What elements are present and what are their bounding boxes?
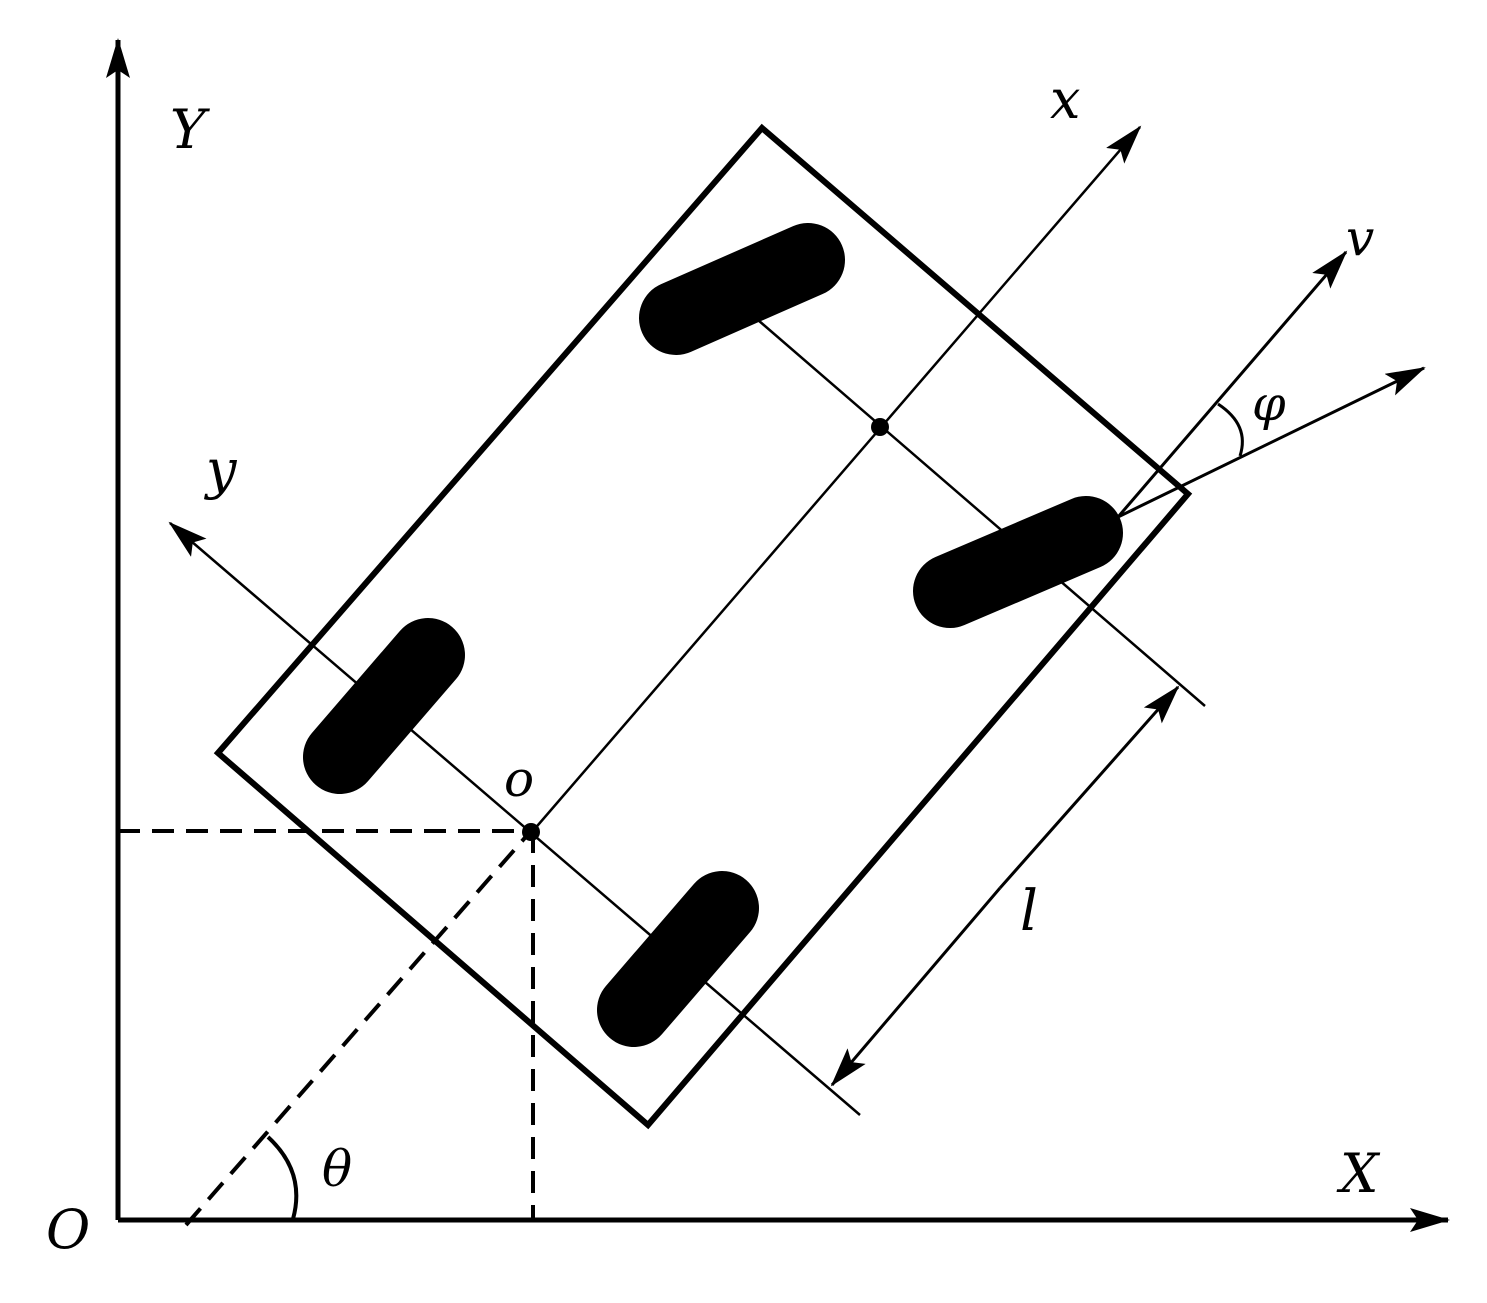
body-x-axis-label: x [1050, 68, 1080, 131]
rear-left-wheel [303, 618, 465, 794]
front-wheel-direction-vector [1117, 366, 1426, 519]
steering-angle-arc [1217, 402, 1244, 457]
velocity-vector [1116, 250, 1348, 518]
body-x-axis [531, 125, 1142, 833]
rear-right-wheel [597, 871, 759, 1047]
world-origin-label: O [46, 1198, 90, 1261]
front-right-wheel [913, 496, 1123, 628]
dashed-heading-line [184, 830, 532, 1227]
world-y-axis-label: Y [170, 98, 210, 161]
heading-angle-arc [266, 1135, 299, 1220]
body-y-axis [168, 521, 861, 1116]
front-axle-line [757, 319, 1206, 707]
vehicle-body [213, 123, 1193, 1130]
body-origin-label: o [504, 750, 534, 808]
wheelbase-dimension-arrow [998, 685, 1180, 889]
front-axle-center-point [871, 418, 889, 436]
world-x-axis-label: X [1336, 1142, 1381, 1205]
wheelbase-dimension-arrow-back [830, 887, 1002, 1087]
velocity-label: v [1346, 209, 1374, 267]
wheelbase-label: l [1020, 879, 1038, 944]
steering-angle-label: φ [1252, 376, 1286, 432]
heading-angle-label: θ [322, 1140, 352, 1198]
body-y-axis-label: y [204, 438, 238, 501]
body-origin-point [522, 823, 540, 841]
front-left-wheel [639, 223, 845, 355]
